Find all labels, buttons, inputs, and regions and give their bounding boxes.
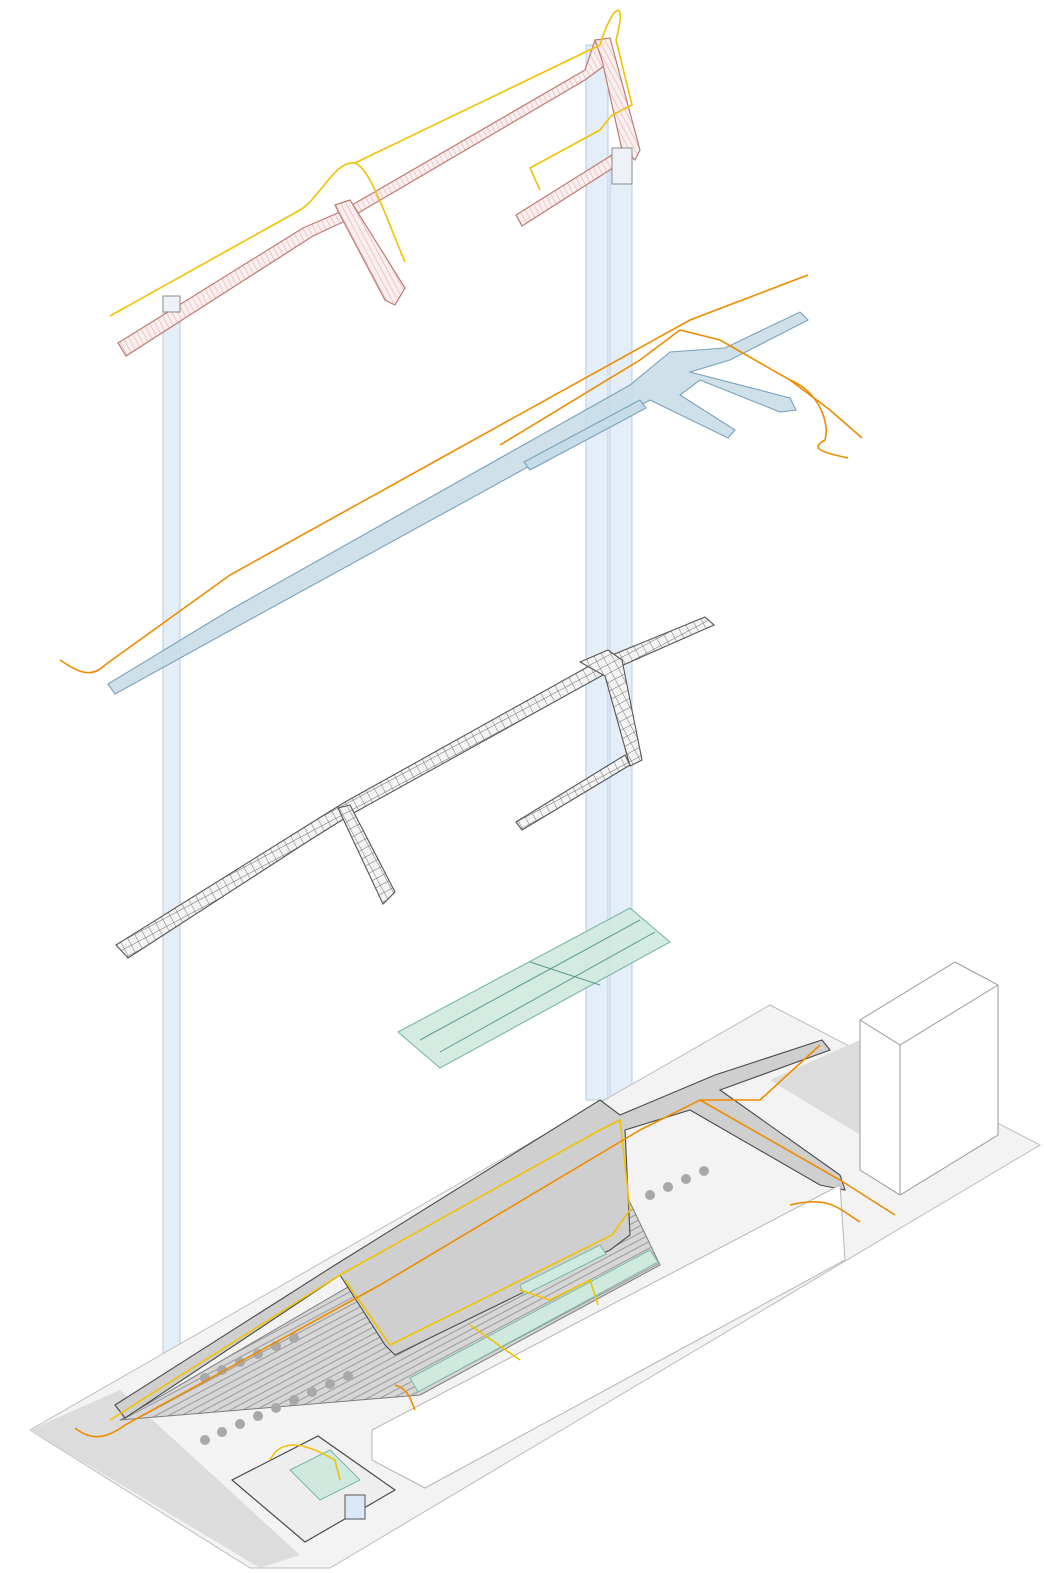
building-lower: [371, 1184, 846, 1489]
blue-deck-main: [107, 311, 809, 695]
grid-branch-left: [337, 804, 396, 905]
green-platform-rails: [419, 919, 656, 1053]
green-platform-deck: [397, 907, 671, 1069]
yellow-route-upper: [109, 9, 633, 317]
core-left: [162, 299, 181, 1369]
orange-route-ground: [74, 1044, 896, 1438]
layer-canopy-walkway: [109, 9, 641, 357]
layer-structural-grid: [115, 616, 716, 959]
layer-green-platform: [397, 907, 671, 1069]
walkway-right-loop: [594, 37, 641, 161]
grid-arm-lower: [515, 754, 631, 831]
layer-ground-plan: [29, 961, 1042, 1569]
building-tower-edge: [859, 984, 999, 1195]
tree-rows: [200, 1166, 709, 1445]
walkway-branch-down: [334, 199, 406, 306]
grid-node-right: [578, 649, 643, 767]
orange-route-mid: [59, 274, 863, 674]
blue-deck-short-strip: [523, 399, 647, 471]
grid-main-beam: [115, 616, 716, 959]
road-left: [30, 1390, 300, 1568]
yellow-route-ground: [109, 1118, 631, 1481]
core-cap-left: [162, 295, 181, 313]
building-tower: [859, 961, 999, 1196]
plaza-pool: [289, 1449, 361, 1501]
layer-blue-deck: [59, 274, 863, 695]
plaza-kiosk: [344, 1494, 366, 1520]
ground-walkway-path: [114, 1039, 846, 1419]
stair-tower-top: [611, 147, 633, 185]
walkway-main-deck: [117, 39, 613, 357]
